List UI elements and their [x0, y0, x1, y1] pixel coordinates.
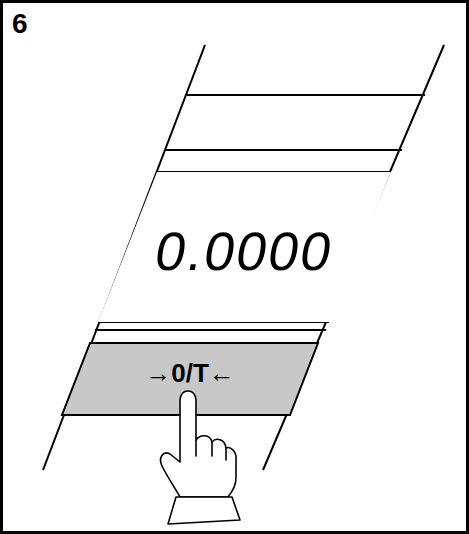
display-window: 0.0000	[98, 172, 391, 322]
display-readout: 0.0000	[150, 220, 338, 282]
key-label: →0/T←	[145, 358, 235, 389]
step-number: 6	[12, 8, 28, 40]
